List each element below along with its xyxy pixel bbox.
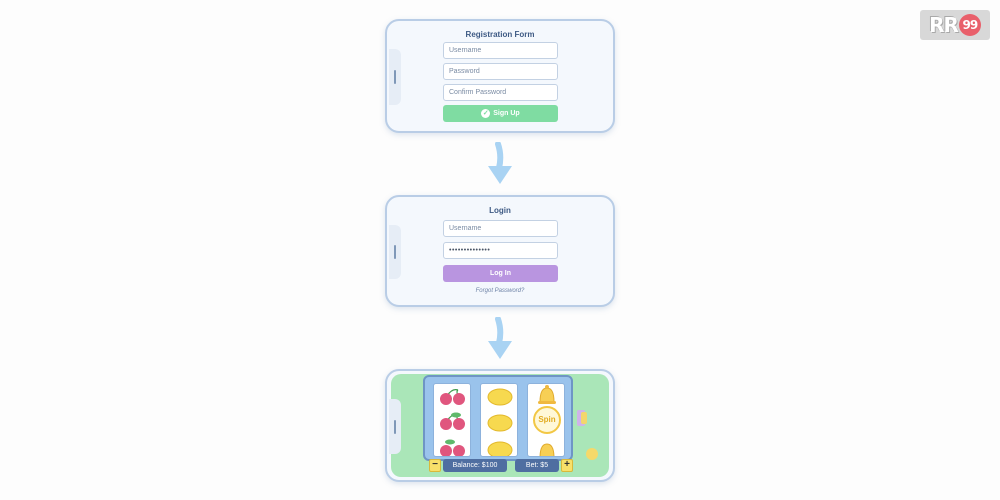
login-phone: Login Username •••••••••••••• Log In For… <box>385 195 615 307</box>
arrow-down-icon <box>488 142 512 184</box>
slot-machine-frame: Spin <box>423 375 573 461</box>
decrease-bet-button[interactable]: − <box>429 459 441 472</box>
forgot-password-link[interactable]: Forgot Password? <box>475 288 525 294</box>
login-title: Login <box>489 206 511 215</box>
signup-button[interactable]: ✓Sign Up <box>443 105 558 122</box>
registration-phone: Registration Form Username Password Conf… <box>385 19 615 133</box>
lemon-icon <box>487 441 513 456</box>
lemon-icon <box>487 388 513 406</box>
registration-title: Registration Form <box>465 30 535 39</box>
reel-1 <box>433 383 471 457</box>
bell-icon <box>538 385 556 404</box>
lemon-icon <box>487 414 513 432</box>
login-username-input[interactable]: Username <box>443 220 558 237</box>
coin-icon <box>586 448 598 460</box>
brand-logo: RR 99 <box>920 10 990 40</box>
spin-button[interactable]: Spin <box>533 406 561 434</box>
reel-2 <box>480 383 518 457</box>
bet-display: Bet: $5 <box>515 459 559 472</box>
slot-lever-handle <box>581 412 587 424</box>
phone-side-button <box>389 399 401 454</box>
registration-username-input[interactable]: Username <box>443 42 558 59</box>
increase-bet-button[interactable]: + <box>561 459 573 472</box>
check-icon: ✓ <box>481 108 491 118</box>
logo-number: 99 <box>958 14 981 36</box>
slot-machine-phone: Spin − Balance: $100 Bet: $5 + <box>385 369 615 482</box>
cherry-icon <box>440 388 465 405</box>
balance-display: Balance: $100 <box>443 459 507 472</box>
bell-icon <box>539 443 555 456</box>
login-button[interactable]: Log In <box>443 265 558 282</box>
signup-label: Sign Up <box>493 110 520 117</box>
spin-label: Spin <box>538 415 556 424</box>
phone-side-button <box>389 225 401 279</box>
registration-confirm-password-input[interactable]: Confirm Password <box>443 84 558 101</box>
registration-password-input[interactable]: Password <box>443 63 558 80</box>
login-password-input[interactable]: •••••••••••••• <box>443 242 558 259</box>
reel-3: Spin <box>527 383 565 457</box>
cherry-icon <box>440 439 465 456</box>
logo-text: RR <box>929 13 959 37</box>
cherry-icon <box>440 412 465 430</box>
arrow-down-icon <box>488 317 512 359</box>
phone-side-button <box>389 49 401 105</box>
